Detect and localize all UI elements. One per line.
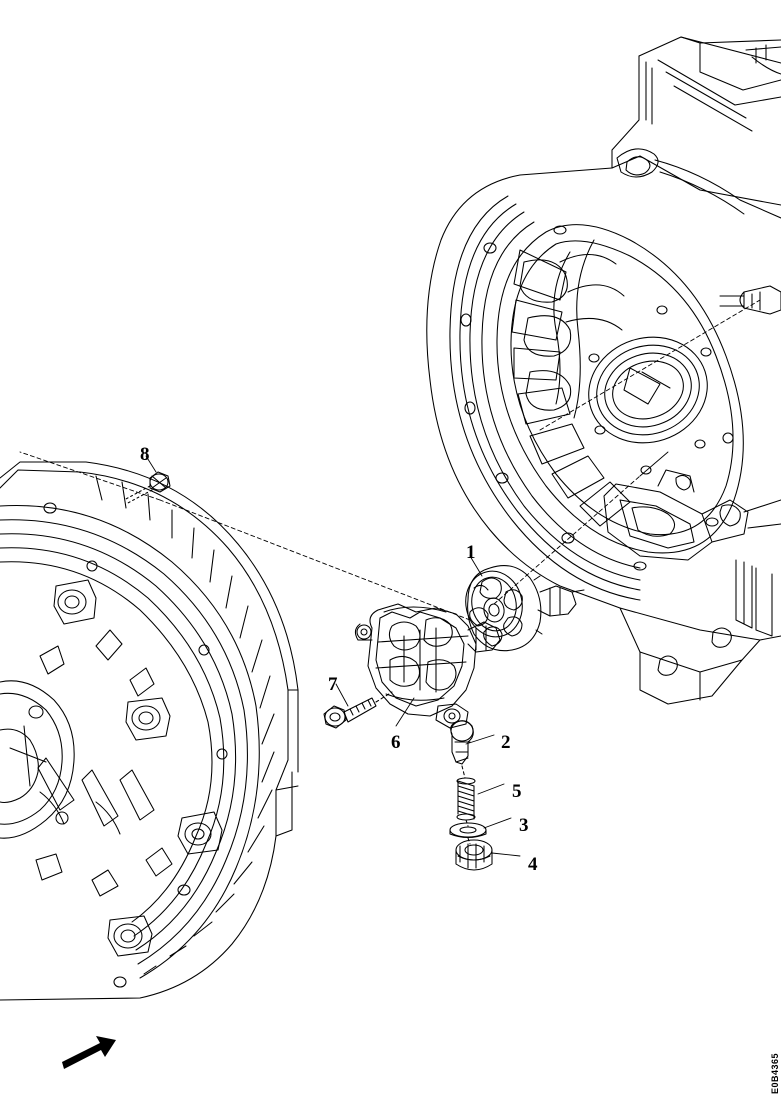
transmission-housing-front — [0, 461, 299, 1001]
oil-pump-assembly — [354, 565, 585, 729]
callout-5[interactable]: 5 — [512, 781, 522, 802]
callout-2[interactable]: 2 — [501, 732, 511, 753]
callout-1[interactable]: 1 — [466, 542, 476, 563]
relief-valve-spring — [456, 777, 476, 821]
callout-4[interactable]: 4 — [528, 854, 538, 875]
callout-8[interactable]: 8 — [140, 444, 150, 465]
front-direction-arrow — [62, 1036, 116, 1069]
transmission-bell-housing-rear — [426, 36, 781, 705]
callout-6[interactable]: 6 — [391, 732, 401, 753]
pressure-relief-stack — [449, 720, 493, 871]
callout-7[interactable]: 7 — [328, 674, 338, 695]
callout-3[interactable]: 3 — [519, 815, 529, 836]
relief-valve-plug — [455, 839, 493, 871]
housing-bolt — [123, 471, 171, 505]
figure-code-watermark: E0B4365 — [770, 1052, 780, 1094]
pressure-relief-plunger — [450, 720, 474, 765]
oil-pump-rotor-gear-set — [465, 565, 585, 652]
leader-lines — [19, 299, 761, 857]
pump-retaining-bolt — [323, 691, 393, 729]
